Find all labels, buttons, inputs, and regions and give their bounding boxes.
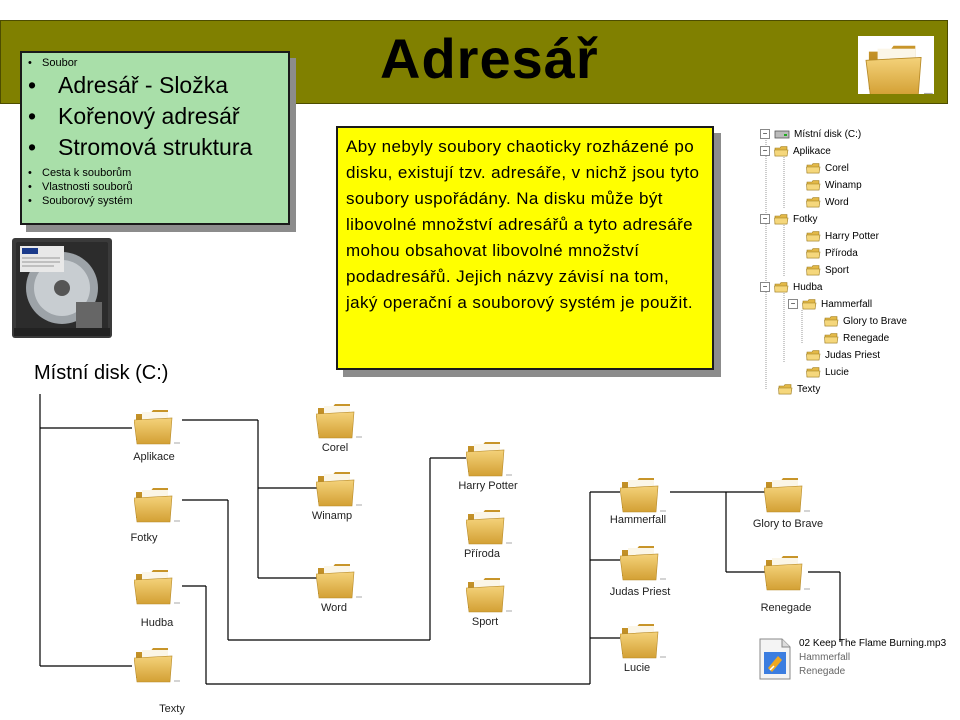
topic-menu: Soubor Adresář - Složka Kořenový adresář…	[20, 51, 290, 225]
folder-icon[interactable]	[133, 566, 181, 610]
mp3-file-name: 02 Keep The Flame Burning.mp3	[799, 638, 947, 649]
folder-icon[interactable]	[619, 474, 667, 518]
folder-label-corel: Corel	[321, 442, 349, 454]
tree-label: Lucie	[825, 366, 849, 378]
tree-node[interactable]: Renegade	[824, 332, 889, 344]
tree-label: Judas Priest	[825, 349, 881, 361]
folder-icon[interactable]	[619, 620, 667, 664]
mp3-file-artist: Hammerfall	[799, 652, 851, 663]
folder-icon[interactable]	[465, 506, 513, 550]
folder-icon[interactable]	[763, 552, 811, 596]
tree-label: Hudba	[793, 281, 823, 293]
tree-label: Word	[825, 196, 849, 208]
folder-label-harry-potter: Harry Potter	[458, 480, 518, 492]
tree-label: Renegade	[843, 332, 890, 344]
menu-item-korenovy-adresar: Kořenový adresář	[28, 101, 288, 132]
tree-node[interactable]: Texty	[778, 383, 820, 395]
tree-node[interactable]: Sport	[806, 264, 849, 276]
tree-node[interactable]: Lucie	[806, 366, 849, 378]
tree-label: Místní disk (C:)	[794, 128, 862, 140]
tree-node[interactable]: Glory to Brave	[824, 315, 907, 327]
tree-connectors	[765, 140, 803, 390]
tree-node[interactable]: − Fotky	[760, 213, 817, 225]
tree-node[interactable]: Judas Priest	[806, 349, 880, 361]
mp3-file-icon[interactable]	[758, 638, 792, 680]
tree-root[interactable]: − Místní disk (C:)	[760, 128, 861, 140]
folder-label-hudba: Hudba	[140, 617, 174, 629]
folder-label-fotky: Fotky	[130, 532, 158, 544]
collapse-icon[interactable]: −	[760, 129, 770, 139]
tree-label: Glory to Brave	[843, 315, 907, 327]
folder-label-winamp: Winamp	[311, 510, 353, 522]
folder-label-priroda: Příroda	[463, 548, 501, 560]
folder-icon[interactable]	[763, 474, 811, 518]
collapse-icon[interactable]: −	[788, 299, 798, 309]
folder-icon[interactable]	[133, 644, 181, 688]
tree-node[interactable]: Příroda	[806, 247, 858, 259]
folder-icon[interactable]	[619, 542, 667, 586]
folder-icon[interactable]	[133, 406, 181, 450]
folder-icon[interactable]	[315, 468, 363, 512]
description-text: Aby nebyly soubory chaoticky rozházené p…	[336, 126, 714, 370]
tree-label: Aplikace	[793, 145, 831, 157]
tree-node[interactable]: Winamp	[806, 179, 862, 191]
tree-label: Sport	[825, 264, 849, 276]
collapse-icon[interactable]: −	[760, 146, 770, 156]
mp3-file-album: Renegade	[799, 666, 846, 677]
folder-label-hammerfall: Hammerfall	[609, 514, 667, 526]
folder-label-word: Word	[320, 602, 348, 614]
tree-label: Příroda	[825, 247, 858, 259]
tree-node[interactable]: − Hammerfall	[788, 298, 872, 310]
folder-label-texty: Texty	[159, 703, 185, 715]
folder-label-renegade: Renegade	[760, 602, 812, 614]
folder-icon[interactable]	[465, 574, 513, 618]
tree-label: Winamp	[825, 179, 862, 191]
tree-node[interactable]: − Aplikace	[760, 145, 831, 157]
folder-label-aplikace: Aplikace	[133, 451, 175, 463]
folder-label-sport: Sport	[471, 616, 499, 628]
tree-label: Fotky	[793, 213, 818, 225]
folder-label-lucie: Lucie	[623, 662, 651, 674]
menu-item-vlastnosti: Vlastnosti souborů	[28, 180, 288, 194]
menu-item-soubor: Soubor	[28, 56, 288, 70]
folder-icon[interactable]	[315, 400, 363, 444]
menu-item-adresar-slozka: Adresář - Složka	[28, 70, 288, 101]
menu-item-stromova-struktura: Stromová struktura	[28, 132, 288, 163]
page-title: Adresář	[380, 27, 599, 90]
hard-disk-icon	[4, 232, 120, 342]
tree-node[interactable]: − Hudba	[760, 281, 822, 293]
collapse-icon[interactable]: −	[760, 214, 770, 224]
tree-label: Texty	[797, 383, 821, 395]
menu-item-souborovy-system: Souborový systém	[28, 194, 288, 208]
collapse-icon[interactable]: −	[760, 282, 770, 292]
tree-node[interactable]: Corel	[806, 162, 849, 174]
tree-label: Hammerfall	[821, 298, 873, 310]
diagram-root-label: Místní disk (C:)	[34, 362, 169, 384]
tree-label: Harry Potter	[825, 230, 879, 242]
folder-icon[interactable]	[465, 438, 513, 482]
drive-icon	[774, 130, 790, 139]
folder-label-judas-priest: Judas Priest	[609, 586, 671, 598]
folder-label-glory-to-brave: Glory to Brave	[752, 518, 824, 530]
folder-icon[interactable]	[315, 560, 363, 604]
folder-icon	[858, 36, 934, 96]
tree-node[interactable]: Harry Potter	[806, 230, 879, 242]
folder-icon[interactable]	[133, 484, 181, 528]
menu-item-cesta: Cesta k souborům	[28, 166, 288, 180]
tree-node[interactable]: Word	[806, 196, 849, 208]
tree-label: Corel	[825, 162, 849, 174]
